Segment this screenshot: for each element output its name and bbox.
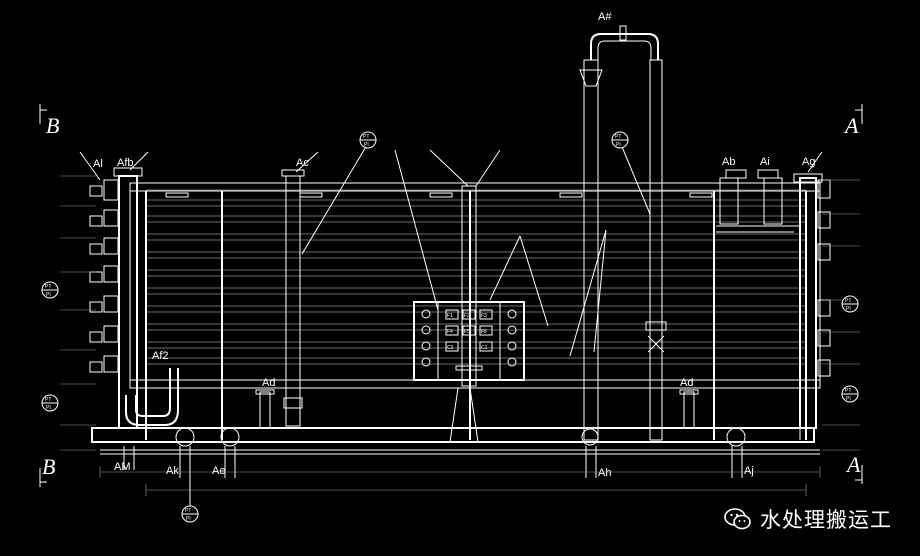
tag-ai: Ai <box>760 156 770 168</box>
svg-text:PT: PT <box>45 397 51 403</box>
tag-aj: Aj <box>744 465 754 477</box>
svg-text:PT: PT <box>45 284 51 290</box>
tag-ac: Ac <box>296 157 309 169</box>
instrument-bubble-left-1: PT PI <box>41 281 59 299</box>
instrument-bubble-right-1: PT PI <box>841 295 859 313</box>
svg-text:PT: PT <box>615 134 621 140</box>
left-header-pipe <box>89 167 179 429</box>
svg-text:B: B <box>42 454 55 479</box>
instrument-bubble-left-2: PT PI <box>41 394 59 412</box>
instrument-bubble-top-left: PT PI <box>359 131 377 149</box>
svg-text:PI: PI <box>186 516 191 522</box>
watermark: 水处理搬运工 <box>724 504 892 534</box>
tag-af2: Af2 <box>152 350 169 362</box>
vertical-pipes <box>255 25 699 441</box>
svg-text:F6: F6 <box>481 329 487 335</box>
tag-ag: Ag <box>802 156 815 168</box>
instrument-bubble-bottom: PT PI <box>181 478 199 523</box>
right-header-pipe <box>716 169 831 440</box>
tag-al: Al <box>93 158 103 170</box>
tag-am: AM <box>114 461 131 473</box>
svg-text:C1: C1 <box>481 345 488 351</box>
watermark-text: 水处理搬运工 <box>760 508 892 532</box>
svg-text:B: B <box>46 113 59 138</box>
svg-text:A: A <box>843 113 859 138</box>
svg-text:PI: PI <box>616 142 621 148</box>
svg-text:PI: PI <box>364 142 369 148</box>
svg-text:PI: PI <box>46 292 51 298</box>
svg-text:PT: PT <box>845 388 851 394</box>
bottom-manifold <box>91 387 820 478</box>
svg-text:PT: PT <box>185 508 191 514</box>
tag-afb: Afb <box>117 157 134 169</box>
tag-ah: Ah <box>598 467 611 479</box>
item-tags: Al Afb Ac Ab Ai Ag Af2 Ad Ad AM Ak Ae Ah… <box>93 11 815 479</box>
svg-text:F2: F2 <box>464 313 470 319</box>
svg-text:PT: PT <box>845 298 851 304</box>
dimension-lines <box>60 175 860 496</box>
control-panel: F1 F2 F3 F4 F5 F6 C2 C1 <box>413 301 525 381</box>
svg-text:A: A <box>845 452 861 477</box>
svg-text:F4: F4 <box>447 329 453 335</box>
leader-lines <box>79 139 823 357</box>
section-mark-top-right: A <box>843 104 863 138</box>
tag-a-top: A# <box>598 11 612 23</box>
section-mark-bottom-right: A <box>845 452 863 484</box>
svg-text:PT: PT <box>363 134 369 140</box>
tag-ak: Ak <box>166 465 179 477</box>
svg-text:PI: PI <box>46 405 51 411</box>
svg-text:F1: F1 <box>447 313 453 319</box>
section-mark-top-left: B <box>39 104 59 138</box>
tag-ad-left: Ad <box>262 377 275 389</box>
instrument-bubbles: PT PI PT PI PT PI PT PI PT PI PT PI <box>41 131 859 523</box>
section-mark-bottom-left: B <box>39 454 55 487</box>
tag-ad-right: Ad <box>680 377 693 389</box>
svg-text:C2: C2 <box>447 345 454 351</box>
svg-text:F3: F3 <box>481 313 487 319</box>
instrument-bubble-right-2: PT PI <box>841 385 859 403</box>
svg-text:PI: PI <box>846 396 851 402</box>
svg-text:PI: PI <box>846 306 851 312</box>
instrument-bubble-top-right: PT PI <box>611 131 629 149</box>
wechat-icon <box>724 508 751 530</box>
tag-ae: Ae <box>212 465 225 477</box>
tag-ab: Ab <box>722 156 735 168</box>
svg-text:F5: F5 <box>464 329 470 335</box>
